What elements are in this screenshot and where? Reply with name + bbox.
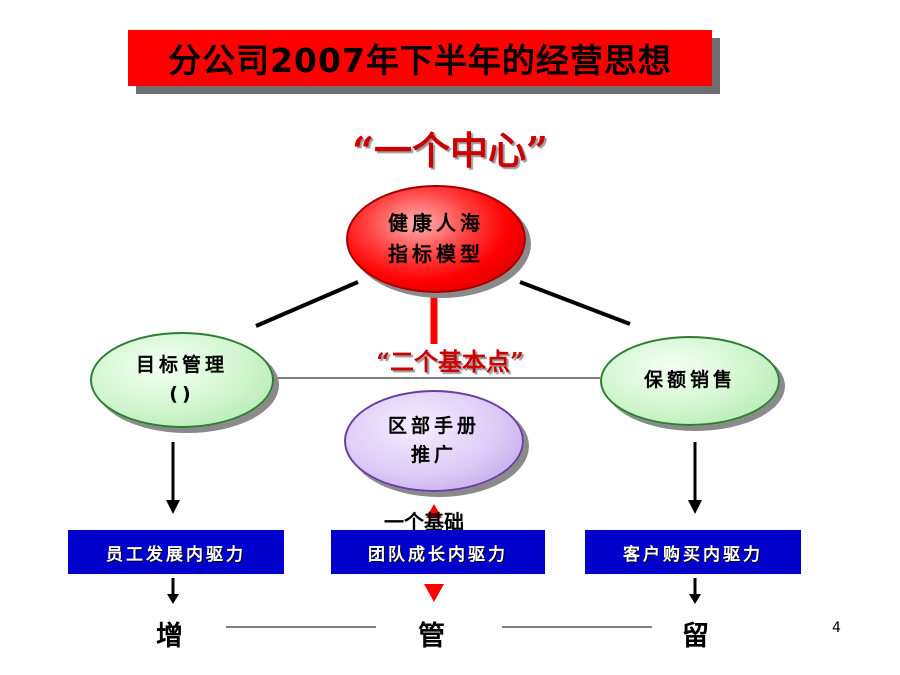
left-node-line2: () xyxy=(169,383,195,405)
center-node: 健康人海 指标模型 xyxy=(346,185,526,293)
center-node-line1: 健康人海 xyxy=(388,211,484,235)
arrow-small-left-head xyxy=(167,594,179,604)
arrow-center-down-red xyxy=(424,584,444,602)
left-node: 目标管理 () xyxy=(90,332,274,428)
driver-box-employee: 员工发展内驱力 xyxy=(68,530,284,574)
bottom-node: 区部手册 推广 xyxy=(344,390,524,492)
heading-one-center: “一个中心” xyxy=(352,128,548,173)
right-node-line1: 保额销售 xyxy=(643,369,736,392)
outcome-increase: 增 xyxy=(156,621,183,652)
connector-center-left xyxy=(255,280,359,328)
center-node-line2: 指标模型 xyxy=(388,242,484,266)
arrow-right-head xyxy=(688,500,702,514)
arrow-left-head xyxy=(166,500,180,514)
slide-title: 分公司2007年下半年的经营思想 xyxy=(128,30,712,86)
driver-box-customer: 客户购买内驱力 xyxy=(585,530,801,574)
connector-center-right xyxy=(519,280,631,326)
bottom-node-line2: 推广 xyxy=(410,444,457,466)
driver-box-team: 团队成长内驱力 xyxy=(331,530,545,574)
left-node-line1: 目标管理 xyxy=(135,353,228,376)
outcome-manage: 管 xyxy=(418,621,445,652)
arrow-foundation-up xyxy=(426,504,442,518)
page-number: 4 xyxy=(832,620,841,636)
heading-two-points: “二个基本点” xyxy=(376,347,524,376)
bottom-node-line1: 区部手册 xyxy=(387,414,480,437)
arrow-small-right-head xyxy=(689,594,701,604)
outcome-retain: 留 xyxy=(682,621,709,652)
right-node: 保额销售 xyxy=(600,336,780,426)
